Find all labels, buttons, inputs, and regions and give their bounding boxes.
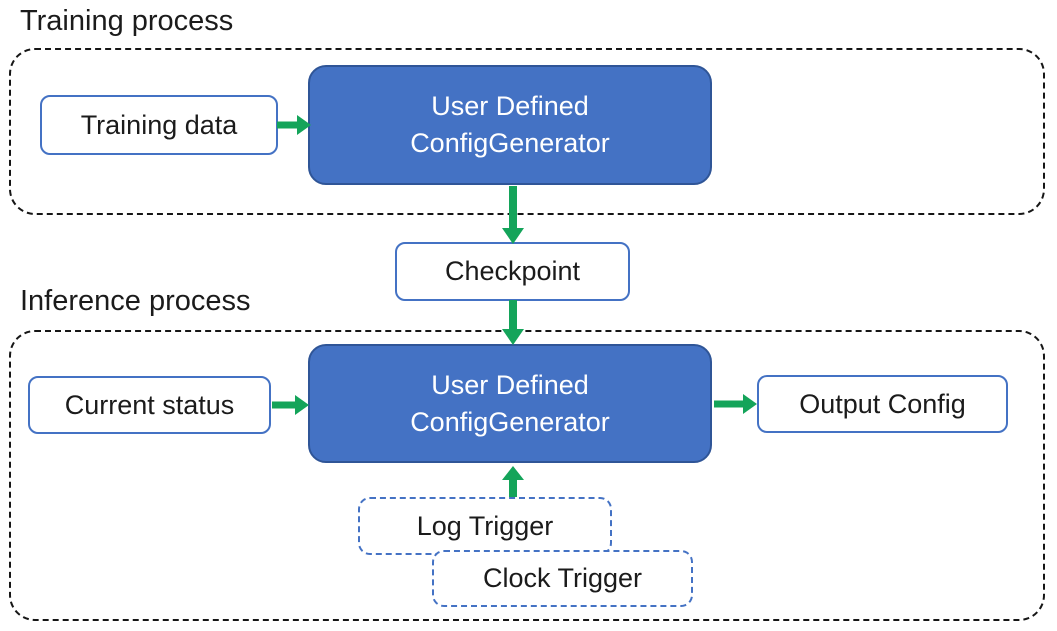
arrow-checkpoint-to-generator-icon: [502, 300, 524, 345]
arrow-generator-to-checkpoint-icon: [502, 186, 524, 244]
arrow-generator-to-output-config-icon: [714, 394, 757, 414]
arrow-training-data-to-generator-icon: [277, 115, 311, 135]
arrow-current-status-to-generator-icon: [272, 395, 309, 415]
config-generator-inference-box: User Defined ConfigGenerator: [308, 344, 712, 463]
checkpoint-box: Checkpoint: [395, 242, 630, 301]
log-trigger-box: Log Trigger: [358, 497, 612, 555]
arrow-triggers-to-generator-icon: [502, 466, 524, 498]
config-generator-inference-line2: ConfigGenerator: [410, 406, 610, 437]
config-generator-inference-line1: User Defined: [431, 369, 589, 400]
config-generator-training-line1: User Defined: [431, 91, 589, 121]
clock-trigger-box: Clock Trigger: [432, 550, 693, 607]
current-status-box: Current status: [28, 376, 271, 434]
config-generator-training-box: User Defined ConfigGenerator: [308, 65, 712, 185]
inference-process-label: Inference process: [20, 285, 251, 317]
training-process-label: Training process: [20, 5, 234, 37]
inference-process-container: [9, 330, 1045, 621]
training-data-box: Training data: [40, 95, 278, 155]
config-generator-training-line2: ConfigGenerator: [410, 128, 610, 158]
training-process-container: [9, 48, 1045, 215]
output-config-box: Output Config: [757, 375, 1008, 433]
